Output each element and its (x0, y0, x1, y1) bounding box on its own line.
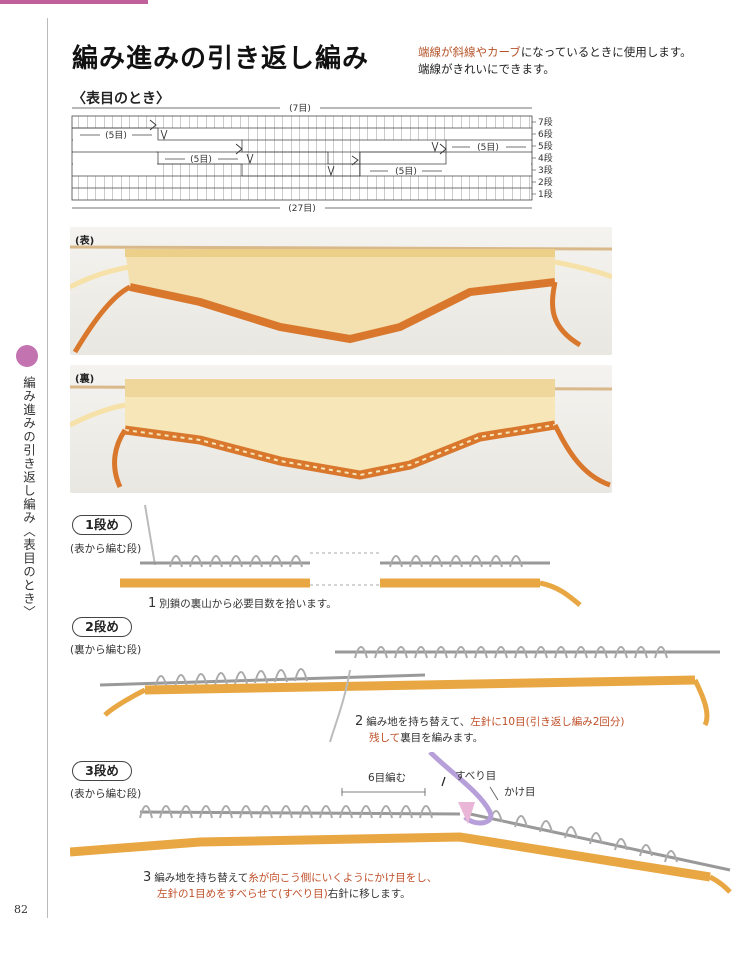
step-2-illustration (99, 646, 720, 743)
step-1-label: 1段め (72, 515, 132, 535)
description: 端線が斜線やカーブになっているときに使用します。 端線がきれいにできます。 (418, 44, 692, 78)
chart-count-5-a: (5目) (105, 130, 127, 141)
step-1-text: 別鎖の裏山から必要目数を拾います。 (159, 598, 337, 610)
photo-front: (表) (70, 227, 612, 355)
step-2-number: 2 (355, 714, 364, 729)
step-3-text-b: 右針に移します。 (327, 888, 411, 900)
section-subtitle: 〈表目のとき〉 (72, 91, 170, 107)
step-3-number: 3 (143, 870, 152, 885)
top-accent-bar (0, 0, 148, 4)
row-label-2: 2段 (538, 176, 553, 188)
chart-count-5-c: (5目) (395, 166, 417, 177)
step-2-sub: (裏から編む段) (70, 644, 142, 656)
step-3-sub: (表から編む段) (70, 788, 142, 800)
row-label-1: 1段 (538, 188, 553, 200)
desc-line2: 端線がきれいにできます。 (418, 62, 555, 76)
anno-6-stitches: 6目編む (368, 772, 407, 784)
anno-yarn-over: かけ目 (504, 786, 536, 798)
chart-top-count: (7目) (289, 103, 311, 114)
chart-count-5-b: (5目) (190, 154, 212, 165)
step-3-illustration (70, 752, 732, 894)
chart-count-5-d: (5目) (477, 142, 499, 153)
step-2-text-a: 編み地を持ち替えて、 (366, 716, 471, 728)
row-label-4: 4段 (538, 152, 553, 164)
margin-line (47, 18, 48, 918)
step-3-label: 3段め (72, 761, 132, 781)
photo-back-label: (裏) (75, 374, 95, 385)
photo-front-label: (表) (75, 236, 95, 247)
desc-highlight: 端線が斜線やカーブ (418, 45, 521, 59)
photo-back: (裏) (70, 365, 612, 493)
row-label-7: 7段 (538, 116, 553, 128)
page-title: 編み進みの引き返し編み (72, 44, 370, 74)
step-2-label: 2段め (72, 617, 132, 637)
step-3-highlight-2: 左針の1目めをすべらせて(すべり目) (157, 888, 328, 900)
knitting-chart: (7目) (27目) (5目) (5目) (5目) (5目) 7段 6段 5段 … (71, 103, 553, 214)
desc-line1: になっているときに使用します。 (520, 45, 692, 59)
sidebar-vertical-text: 編み進みの引き返し編み〈表目のとき〉 (21, 376, 36, 619)
sidebar-dot (16, 345, 38, 367)
row-label-3: 3段 (538, 164, 553, 176)
step-2-highlight: 左針に10目(引き返し編み2回分) (470, 716, 625, 728)
knit-back-image (70, 379, 612, 489)
knit-front-image (70, 245, 612, 354)
step-3-text-a: 編み地を持ち替えて (154, 872, 249, 884)
step-2-text-b: 裏目を編みます。 (400, 732, 484, 744)
step-2-highlight-2: 残して (369, 732, 401, 744)
chart-bottom-count: (27目) (288, 203, 315, 214)
step-1-illustration (120, 505, 582, 607)
page-number: 82 (14, 903, 28, 916)
step-3-highlight: 糸が向こう側にいくようにかけ目をし、 (248, 872, 438, 884)
step-1-number: 1 (148, 596, 157, 611)
anno-slip-stitch: すべり目 (455, 770, 497, 782)
row-label-6: 6段 (538, 128, 553, 140)
row-label-5: 5段 (538, 140, 553, 152)
step-1-sub: (表から編む段) (70, 543, 142, 555)
